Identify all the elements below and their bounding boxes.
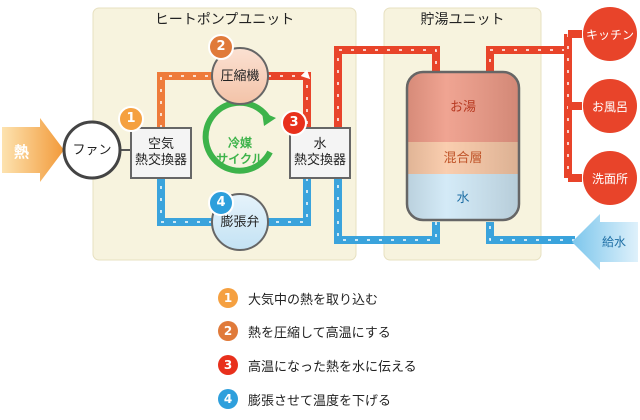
water-hx-label-line1: 水 (313, 137, 327, 152)
water-heat-exchanger-shape (289, 127, 351, 179)
air-hx-label-line2: 熱交換器 (134, 153, 187, 168)
legend-text-1: 大気中の熱を取り込む (248, 292, 379, 308)
outlet-kitchen-shape (583, 7, 637, 61)
step-badge-2: 2 (208, 34, 234, 60)
legend-text-4: 膨張させて温度を下げる (248, 393, 392, 409)
outlet-bath-label: お風呂 (591, 100, 628, 114)
fan-shape (62, 120, 122, 180)
tank-mixed-label: 混合層 (443, 151, 483, 166)
heat-input-arrow (2, 118, 64, 182)
legend-badge-1: 1 (218, 288, 238, 308)
water-supply-arrow (572, 214, 638, 270)
refrigerant-cycle-label-line1: 冷媒 (227, 136, 252, 150)
outlet-washroom-label: 洗面所 (591, 172, 628, 186)
step-badge-1: 1 (118, 106, 144, 132)
legend-text-2: 熱を圧縮して高温にする (248, 325, 391, 341)
legend-item-1: 1 大気中の熱を取り込む (218, 285, 378, 311)
refrigerant-cycle-label-line2: サイクル (216, 152, 264, 166)
tank-water-label: 水 (456, 191, 470, 206)
expansion-valve-label: 膨張弁 (220, 215, 260, 230)
legend-item-3: 3 高温になった熱を水に伝える (218, 352, 417, 378)
step-badge-4: 4 (208, 190, 234, 216)
air-hx-label-line1: 空気 (147, 137, 174, 152)
storage-tank (405, 70, 521, 222)
water-supply-label: 給水 (601, 235, 626, 249)
compressor-label: 圧縮機 (220, 69, 260, 84)
air-heat-exchanger-shape (130, 127, 192, 179)
fan-label: ファン (72, 143, 112, 158)
legend-badge-4: 4 (218, 389, 238, 409)
legend-item-2: 2 熱を圧縮して高温にする (218, 318, 391, 344)
refrigerant-pipes (157, 69, 311, 226)
outlet-bath-shape (583, 79, 637, 133)
compressor-shape (211, 47, 269, 105)
legend-badge-2: 2 (218, 321, 238, 341)
water-hx-label-line2: 熱交換器 (293, 153, 346, 168)
storage-unit-title: 貯湯ユニット (420, 12, 505, 28)
step-badge-3: 3 (281, 110, 307, 136)
legend-badge-3: 3 (218, 355, 238, 375)
heat-label: 熱 (14, 143, 30, 161)
legend-text-3: 高温になった熱を水に伝える (248, 359, 417, 375)
heat-pump-unit-title: ヒートポンプユニット (154, 12, 295, 28)
outlet-kitchen-label: キッチン (585, 28, 634, 42)
outlet-washroom-shape (583, 151, 637, 205)
tank-hot-label: お湯 (449, 100, 476, 115)
legend-item-4: 4 膨張させて温度を下げる (218, 386, 391, 412)
